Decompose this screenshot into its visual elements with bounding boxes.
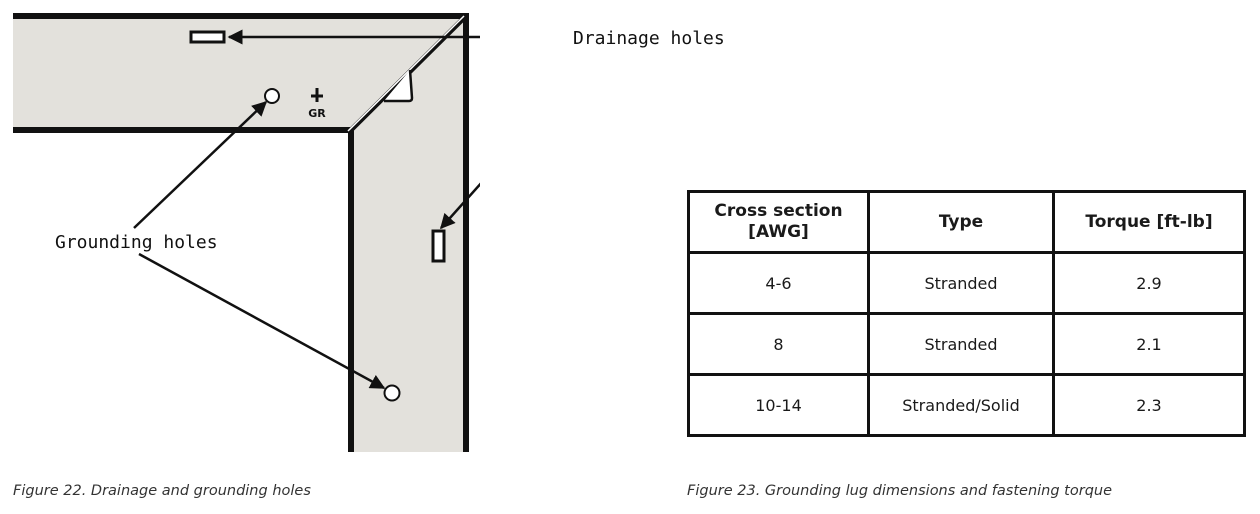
table-row: 8 Stranded 2.1 [687, 312, 1246, 376]
table-header-row: Cross section [AWG] Type Torque [ft-lb] [687, 190, 1246, 254]
cell-cross-section: 10-14 [687, 373, 870, 437]
leader-lines [133, 29, 480, 390]
grounding-hole-side [383, 384, 401, 402]
cell-torque: 2.3 [1052, 373, 1246, 437]
torque-table: Cross section [AWG] Type Torque [ft-lb] … [687, 190, 1246, 437]
frame-diagram: GR [13, 13, 480, 452]
cell-torque: 2.1 [1052, 312, 1246, 376]
drainage-hole-side [431, 229, 446, 263]
gr-mark: GR [308, 107, 326, 120]
cell-type: Stranded [867, 251, 1055, 315]
table-row: 10-14 Stranded/Solid 2.3 [687, 373, 1246, 437]
cell-torque: 2.9 [1052, 251, 1246, 315]
frame-profile [13, 13, 469, 452]
cell-cross-section: 4-6 [687, 251, 870, 315]
header-type: Type [867, 190, 1055, 254]
figure-22-caption: Figure 22. Drainage and grounding holes [13, 483, 311, 499]
cell-type: Stranded [867, 312, 1055, 376]
figure-23-caption: Figure 23. Grounding lug dimensions and … [687, 483, 1113, 499]
cell-type: Stranded/Solid [867, 373, 1055, 437]
grounding-holes-label: Grounding holes [55, 232, 218, 253]
ground-symbol-icon [311, 88, 323, 102]
header-cross-section: Cross section [AWG] [687, 190, 870, 254]
drainage-holes-label: Drainage holes [573, 28, 725, 49]
drainage-hole-top [189, 30, 226, 44]
grounding-hole-top [264, 88, 280, 104]
header-torque: Torque [ft-lb] [1052, 190, 1246, 254]
cell-cross-section: 8 [687, 312, 870, 376]
table-row: 4-6 Stranded 2.9 [687, 251, 1246, 315]
